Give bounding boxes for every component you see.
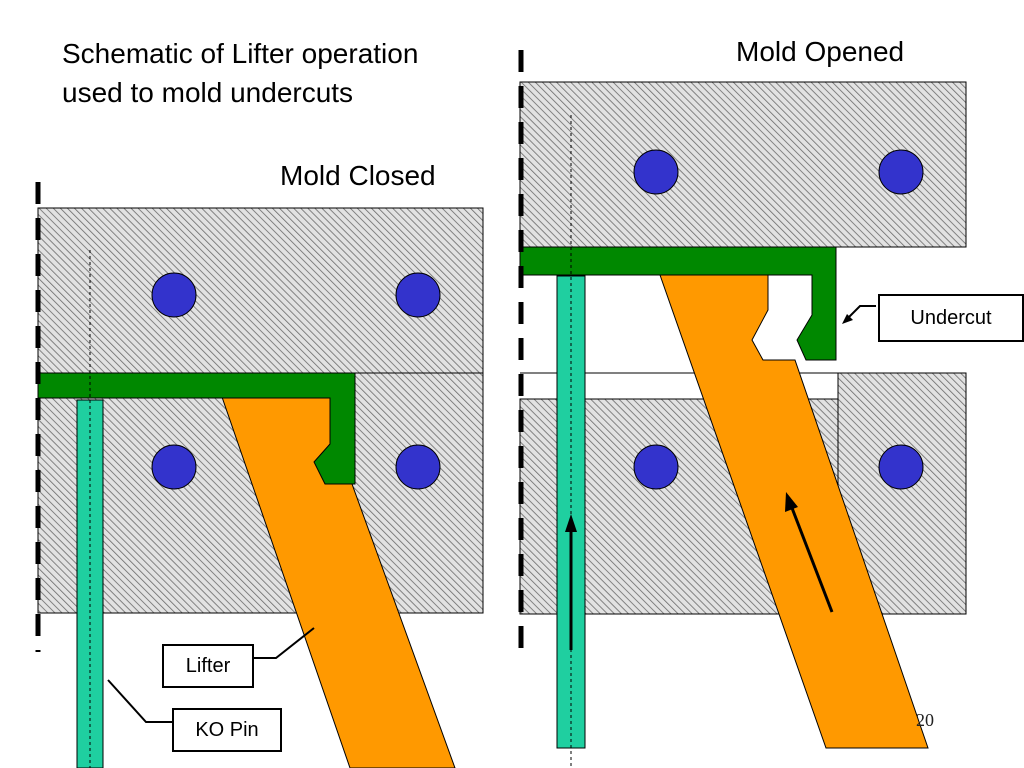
lifter-callout: Lifter [162,644,254,688]
slide-title: Schematic of Lifter operation used to mo… [62,38,419,108]
bolt [633,149,679,195]
page-number: 20 [916,710,934,730]
lifter-leader-line [254,627,315,659]
bolt [395,272,441,318]
bolt [633,444,679,490]
bolt [151,444,197,490]
lifter-callout-label: Lifter [185,654,231,677]
ko-pin-callout-label: KO Pin [195,718,259,741]
ko-pin-callout: KO Pin [172,708,282,752]
bolt [151,272,197,318]
bolt [878,149,924,195]
mold-closed-diagram [35,182,484,768]
mold-closed-heading: Mold Closed [280,160,436,191]
mold-opened-diagram [518,50,967,768]
ko-pin-motion-arrow [565,514,577,650]
mold-opened-heading: Mold Opened [736,36,905,67]
core-insert [37,372,356,485]
undercut-callout-label: Undercut [910,306,992,329]
lifter-motion-arrow [785,492,834,613]
bolt [878,444,924,490]
undercut-callout: Undercut [878,294,1024,342]
undercut-leader-line [842,305,876,324]
core-insert [519,246,837,361]
ko-pin-leader-line [107,679,172,723]
bolt [395,444,441,490]
